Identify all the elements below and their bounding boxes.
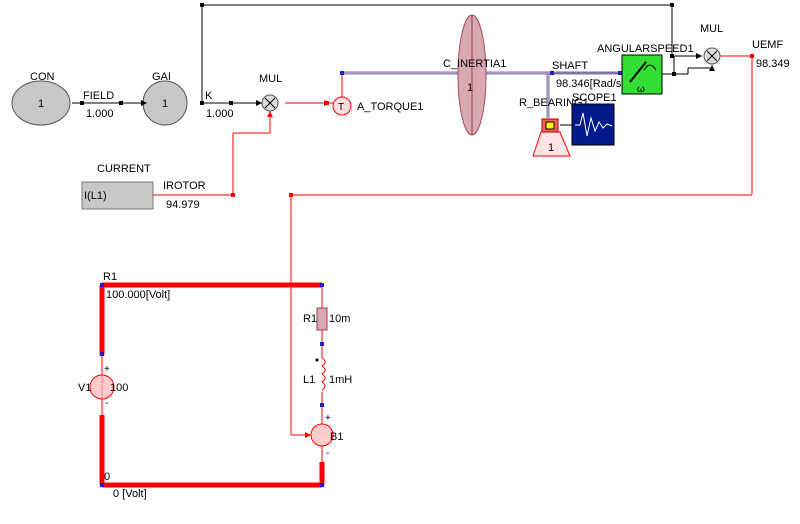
- field-label: FIELD: [83, 90, 114, 102]
- k-label: K: [205, 90, 213, 102]
- shaft-value: 98.346[Rad/s]: [556, 78, 625, 90]
- controlled-source-b1[interactable]: [305, 423, 334, 447]
- v1-value: 100: [110, 382, 128, 394]
- angular-symbol: ω: [637, 84, 645, 95]
- gai-label: GAI: [152, 71, 171, 83]
- v1-label: V1: [78, 382, 91, 394]
- r1-value: 10m: [329, 313, 350, 325]
- signal-wires: [72, 4, 713, 104]
- multiplier-left[interactable]: [261, 94, 279, 112]
- l1-label: L1: [303, 374, 315, 386]
- node0-value: 0 [Volt]: [113, 488, 147, 500]
- arrowheads: [141, 53, 715, 117]
- angular-speed-sensor[interactable]: ω: [621, 54, 663, 95]
- torque-source[interactable]: T: [332, 96, 352, 116]
- r1-label: R1: [303, 313, 317, 325]
- inertia-value: 1: [467, 82, 473, 94]
- current-expr: I(L1): [84, 190, 107, 202]
- con-value: 1: [38, 98, 44, 110]
- c-inertia-label: C_INERTIA1: [443, 58, 506, 70]
- a-torque-label: A_TORQUE1: [357, 101, 423, 113]
- multiplier-right[interactable]: [703, 47, 721, 65]
- k-value: 1.000: [206, 108, 234, 120]
- l1-value: 1mH: [329, 374, 352, 386]
- node0-label: 0: [104, 471, 110, 483]
- con-label: CON: [30, 71, 55, 83]
- angularspeed-label: ANGULARSPEED1: [597, 43, 694, 55]
- inductor-l1[interactable]: [315, 357, 326, 391]
- electrical-circuit: [99, 282, 325, 488]
- uemf-value: 98.349: [756, 58, 790, 70]
- current-label: CURRENT: [97, 163, 151, 175]
- bearing-block[interactable]: 1: [532, 118, 571, 157]
- r1-node-value: 100.000[Volt]: [106, 289, 170, 301]
- con-block[interactable]: 1: [11, 80, 71, 126]
- irotor-label: IROTOR: [163, 180, 206, 192]
- mul-right-label: MUL: [700, 23, 723, 35]
- field-value: 1.000: [86, 108, 114, 120]
- bearing-value: 1: [548, 142, 554, 154]
- uemf-label: UEMF: [752, 39, 783, 51]
- signal-ports: [80, 3, 676, 105]
- scope-block[interactable]: [560, 103, 615, 146]
- shaft-label: SHAFT: [552, 60, 588, 72]
- torque-symbol: T: [338, 102, 344, 113]
- voltage-source-v1[interactable]: [89, 374, 115, 400]
- b1-label: B1: [330, 431, 343, 443]
- b1-plus: +: [325, 413, 331, 424]
- mechanical-shaft: [330, 71, 622, 118]
- v1-minus: -: [105, 398, 108, 409]
- current-block[interactable]: I(L1): [81, 181, 160, 210]
- resistor-r1[interactable]: [316, 307, 328, 331]
- r-bearing-label: R_BEARING1: [519, 97, 589, 109]
- gai-block[interactable]: 1: [142, 80, 188, 126]
- inertia-disk[interactable]: 1: [457, 14, 487, 136]
- scope-label: SCOPE1: [572, 92, 617, 104]
- b1-minus: -: [326, 448, 329, 459]
- gai-value: 1: [162, 98, 168, 110]
- mul-left-label: MUL: [259, 73, 282, 85]
- r1-node-label: R1: [103, 271, 117, 283]
- v1-plus: +: [104, 364, 110, 375]
- red-signal-wires: [160, 55, 753, 436]
- irotor-value: 94.979: [166, 199, 200, 211]
